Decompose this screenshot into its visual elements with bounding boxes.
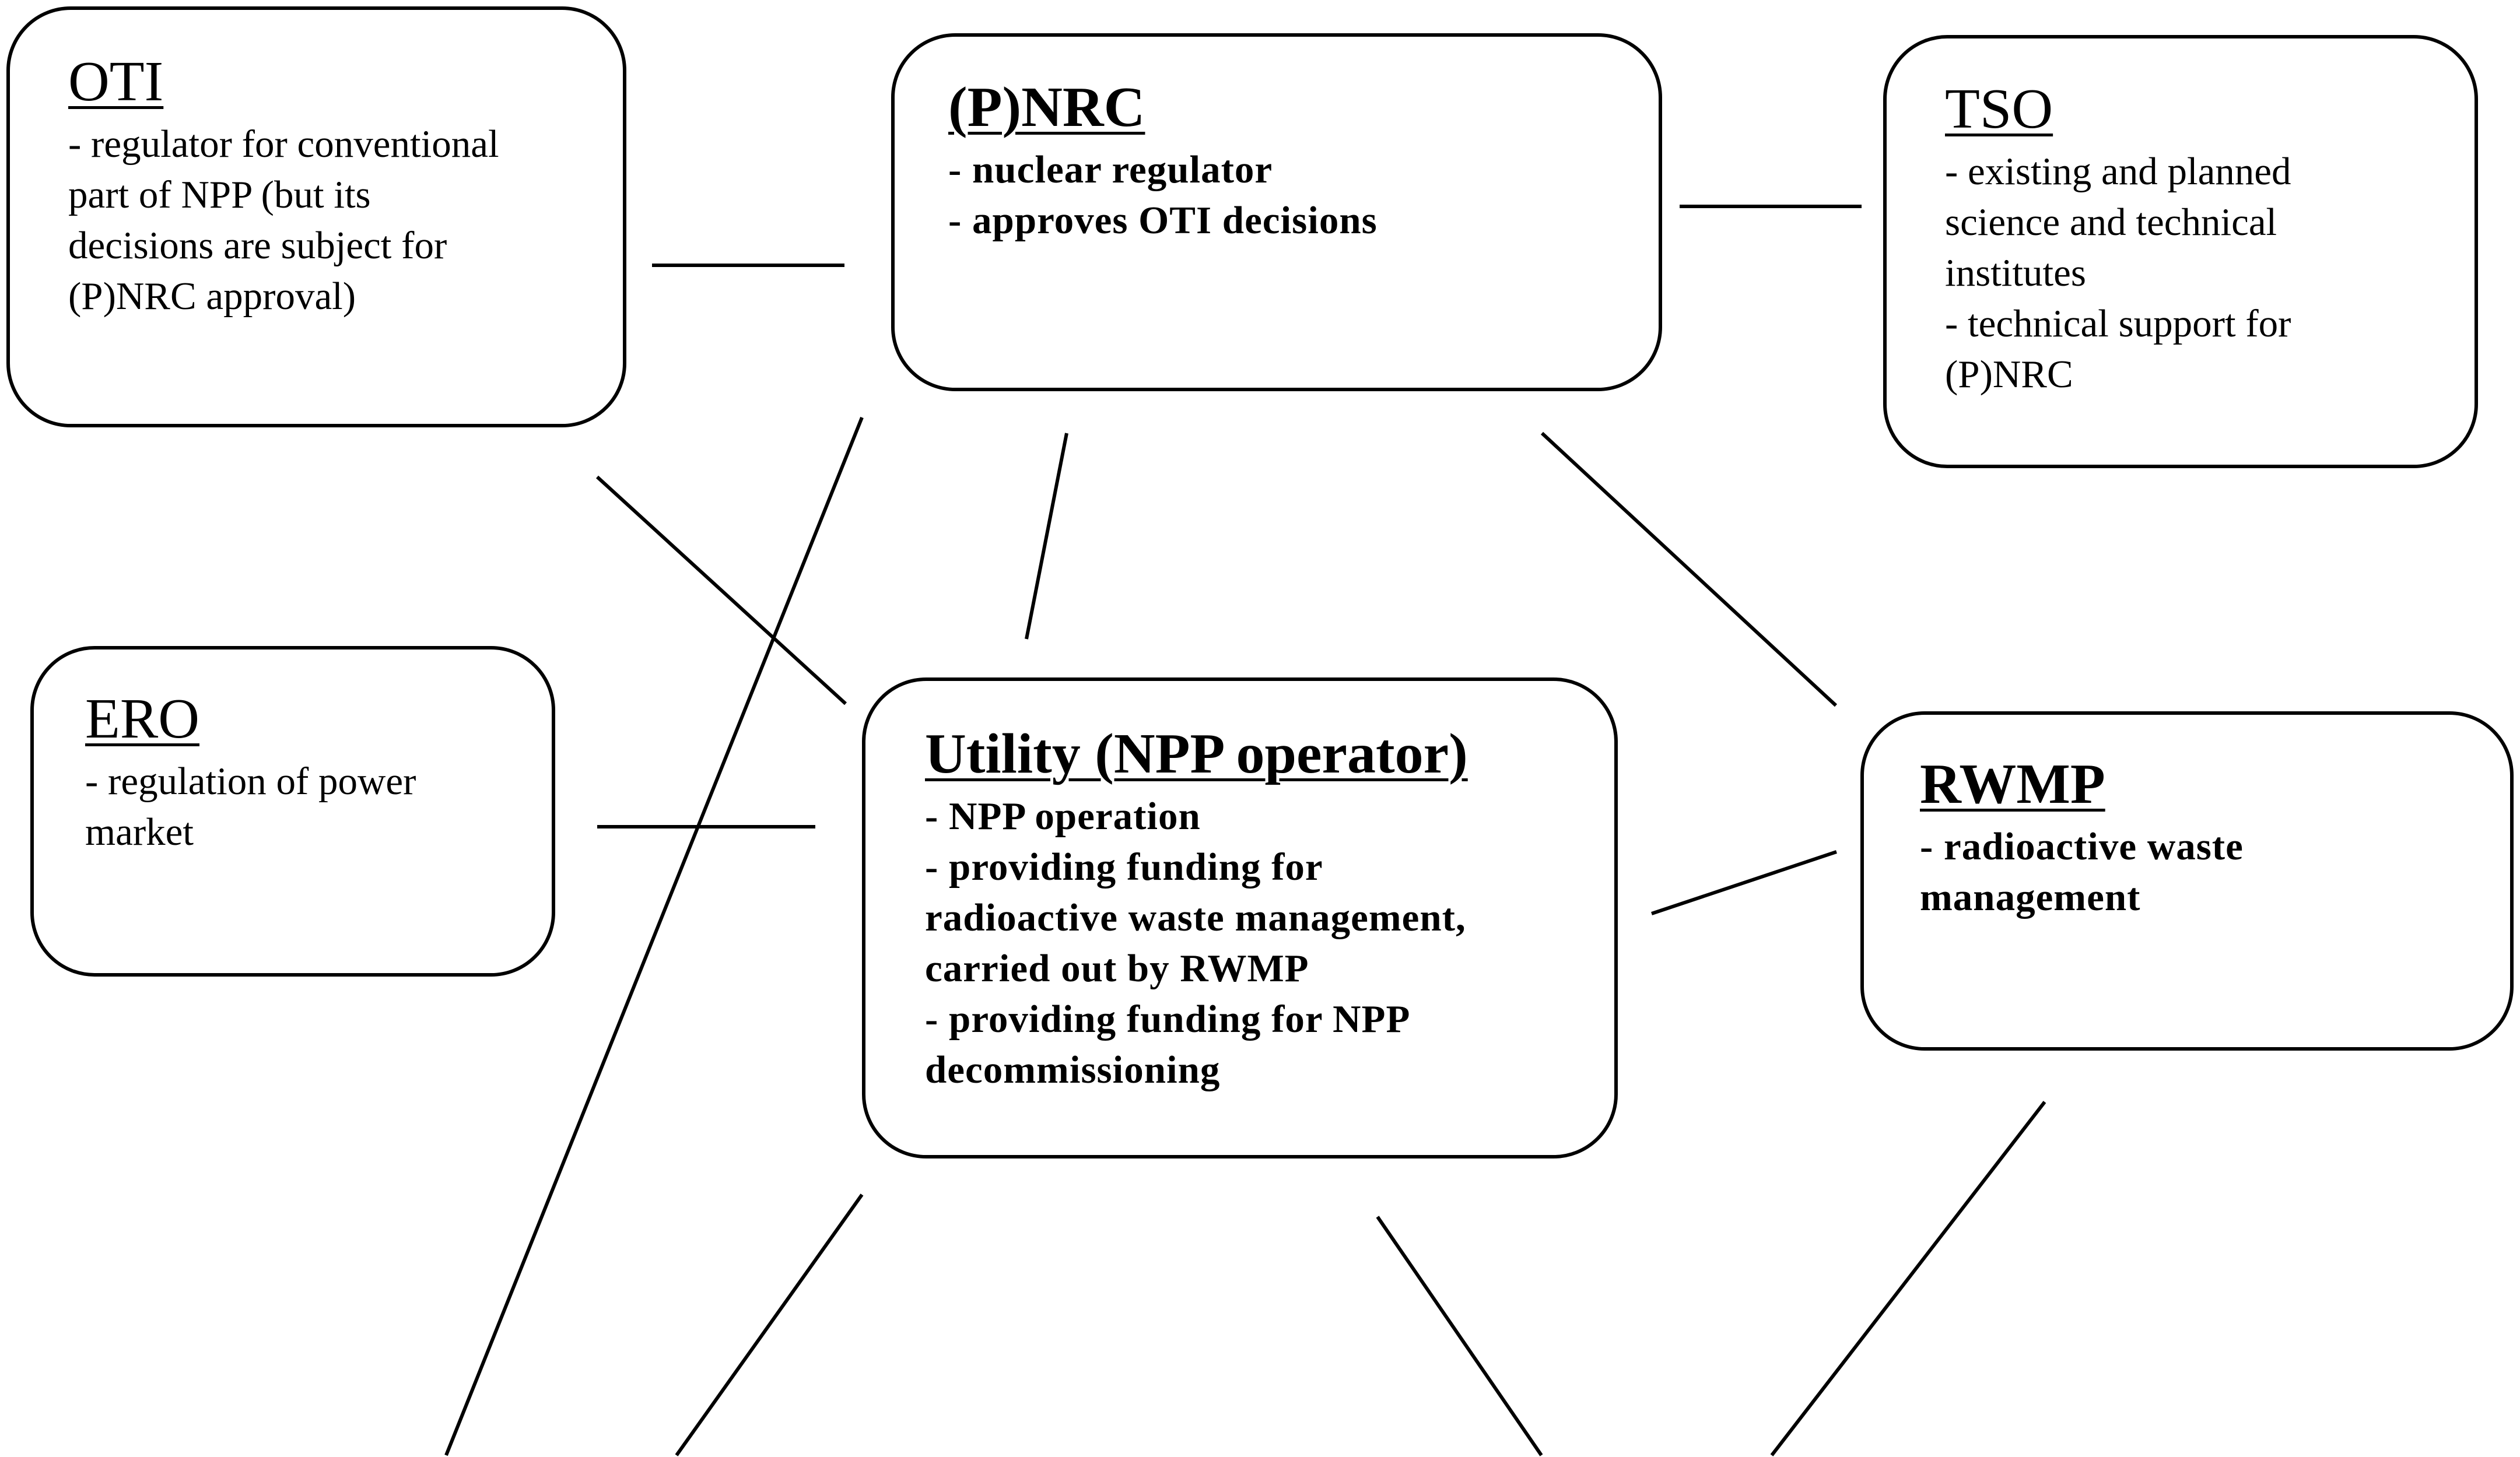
node-nrc-description: - nuclear regulator - approves OTI decis… [948, 148, 1378, 242]
node-tso-description: - existing and planned science and techn… [1945, 149, 2291, 396]
node-utility-description: - NPP operation - providing funding for … [925, 794, 1466, 1091]
node-ero: ERO - regulation of power market [30, 646, 555, 977]
connector-utility-bottom-left [675, 1193, 864, 1456]
node-oti-title: OTI [68, 50, 164, 113]
node-nrc-title: (P)NRC [948, 76, 1145, 139]
node-tso-title: TSO [1945, 78, 2053, 141]
connector-oti-utility [595, 475, 847, 705]
node-ero-description: - regulation of power market [85, 759, 416, 854]
node-rwmp-description: - radioactive waste management [1920, 824, 2244, 919]
node-oti: OTI - regulator for conventional part of… [6, 6, 626, 427]
connector-rwmp-bottom [1770, 1101, 2046, 1456]
node-oti-description: - regulator for conventional part of NPP… [68, 122, 499, 318]
node-utility: Utility (NPP operator) - NPP operation -… [862, 677, 1618, 1158]
connector-nrc-bottom [444, 416, 864, 1456]
connector-nrc-utility [1025, 433, 1068, 640]
node-nrc: (P)NRC - nuclear regulator - approves OT… [891, 33, 1662, 391]
connector-utility-bottom-right [1376, 1216, 1543, 1456]
connector-utility-rwmp [1651, 850, 1837, 915]
node-utility-title: Utility (NPP operator) [925, 722, 1468, 785]
node-rwmp-title: RWMP [1920, 753, 2105, 816]
connector-nrc-rwmp [1540, 431, 1838, 707]
node-ero-title: ERO [85, 687, 199, 750]
node-rwmp: RWMP - radioactive waste management [1860, 711, 2514, 1051]
node-tso: TSO - existing and planned science and t… [1883, 35, 2478, 468]
